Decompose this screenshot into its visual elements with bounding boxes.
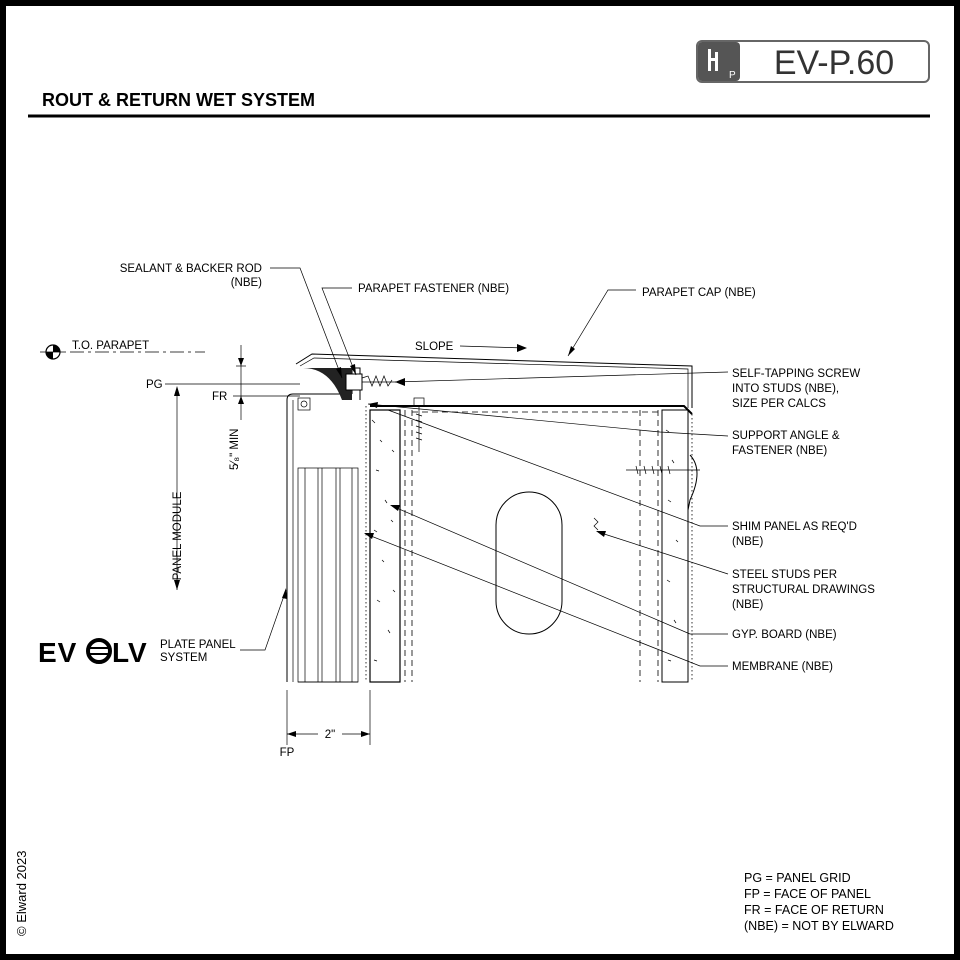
- logo-tagline-2: SYSTEM: [160, 652, 207, 664]
- logo-o-icon: [86, 638, 112, 664]
- elevation-marker-icon: [40, 344, 66, 360]
- leader-lines: [240, 267, 729, 667]
- angle-fastener-icon: [413, 397, 425, 452]
- label-studs-1: STEEL STUDS PER: [732, 569, 837, 581]
- label-parapet-cap: PARAPET CAP (NBE): [642, 287, 756, 299]
- sheet-number-badge: P EV-P.60: [696, 40, 930, 83]
- label-shim-1: SHIM PANEL AS REQ'D: [732, 521, 857, 533]
- logo-tagline-1: PLATE PANEL: [160, 639, 236, 651]
- label-sealant-nbe: (NBE): [231, 277, 262, 289]
- sealant-joint: [303, 368, 352, 400]
- label-studs-2: STRUCTURAL DRAWINGS: [732, 584, 875, 596]
- legend-item: PG = PANEL GRID: [744, 871, 851, 885]
- legend-item: FP = FACE OF PANEL: [744, 887, 871, 901]
- panel-logo-icon: P: [708, 49, 736, 81]
- screw-icon: [345, 373, 398, 391]
- side-fastener-icon: [626, 454, 700, 511]
- label-slope: SLOPE: [415, 341, 454, 353]
- copyright: © Elward 2023: [14, 851, 29, 936]
- label-min-dim: 5⁄₈" MIN: [229, 429, 241, 470]
- label-dim-2: 2": [325, 729, 335, 741]
- label-fp: FP: [280, 747, 295, 759]
- logo-brand: EV: [38, 637, 77, 668]
- label-shim-2: (NBE): [732, 536, 763, 548]
- legend-item: (NBE) = NOT BY ELWARD: [744, 919, 894, 933]
- annotation-labels: SEALANT & BACKER ROD (NBE) PARAPET FASTE…: [72, 263, 875, 759]
- label-parapet-fastener: PARAPET FASTENER (NBE): [358, 283, 509, 295]
- section-geometry: [40, 344, 700, 745]
- label-screw-1: SELF-TAPPING SCREW: [732, 368, 860, 380]
- sheet-number: EV-P.60: [774, 44, 894, 82]
- label-to-parapet: T.O. PARAPET: [72, 340, 149, 352]
- logo-brand-tail: LV: [112, 637, 148, 668]
- legend-item: FR = FACE OF RETURN: [744, 903, 884, 917]
- svg-text:P: P: [729, 70, 736, 81]
- label-screw-2: INTO STUDS (NBE),: [732, 383, 839, 395]
- label-studs-3: (NBE): [732, 599, 763, 611]
- label-screw-3: SIZE PER CALCS: [732, 398, 826, 410]
- label-fr: FR: [212, 391, 227, 403]
- detail-drawing: P EV-P.60 ROUT & RETURN WET SYSTEM: [14, 40, 930, 936]
- label-gyp: GYP. BOARD (NBE): [732, 629, 837, 641]
- label-pg: PG: [146, 379, 163, 391]
- evolv-logo: EV LV PLATE PANEL SYSTEM: [38, 637, 236, 668]
- label-angle-1: SUPPORT ANGLE &: [732, 430, 840, 442]
- label-sealant: SEALANT & BACKER ROD: [120, 263, 262, 275]
- page-title: ROUT & RETURN WET SYSTEM: [42, 90, 315, 110]
- label-membrane: MEMBRANE (NBE): [732, 661, 833, 673]
- label-panel-module: PANEL MODULE: [172, 491, 184, 580]
- abbreviation-legend: PG = PANEL GRID FP = FACE OF PANEL FR = …: [744, 871, 894, 933]
- label-angle-2: FASTENER (NBE): [732, 445, 827, 457]
